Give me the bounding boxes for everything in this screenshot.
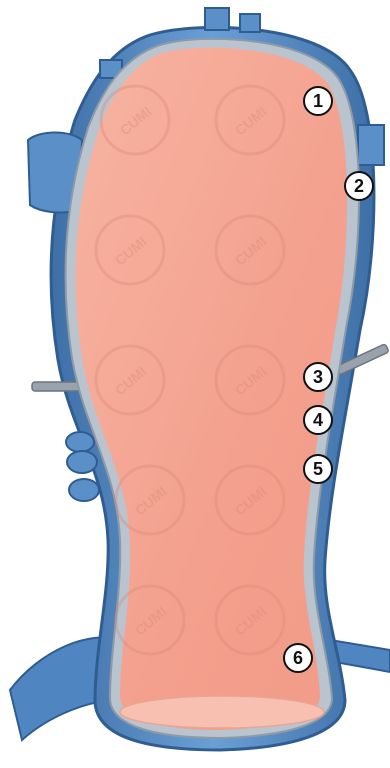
callout-label: 4 [313, 410, 323, 431]
side-lug-right [358, 125, 384, 165]
callout-4: 4 [303, 405, 333, 435]
callout-label: 1 [313, 91, 323, 112]
top-lug-1 [205, 8, 229, 30]
callout-3: 3 [303, 362, 333, 392]
callout-6: 6 [283, 643, 313, 673]
callout-5: 5 [303, 454, 333, 484]
bellows-ring-2 [67, 451, 97, 473]
callout-label: 5 [313, 459, 323, 480]
top-lug-2 [240, 14, 260, 32]
bellows-ring-3 [69, 479, 99, 501]
callout-2: 2 [344, 171, 374, 201]
callout-label: 2 [354, 176, 364, 197]
callout-label: 6 [293, 648, 303, 669]
hearth-floor [120, 696, 324, 728]
callout-1: 1 [303, 86, 333, 116]
bellows-ring-1 [66, 432, 94, 452]
callout-label: 3 [313, 367, 323, 388]
